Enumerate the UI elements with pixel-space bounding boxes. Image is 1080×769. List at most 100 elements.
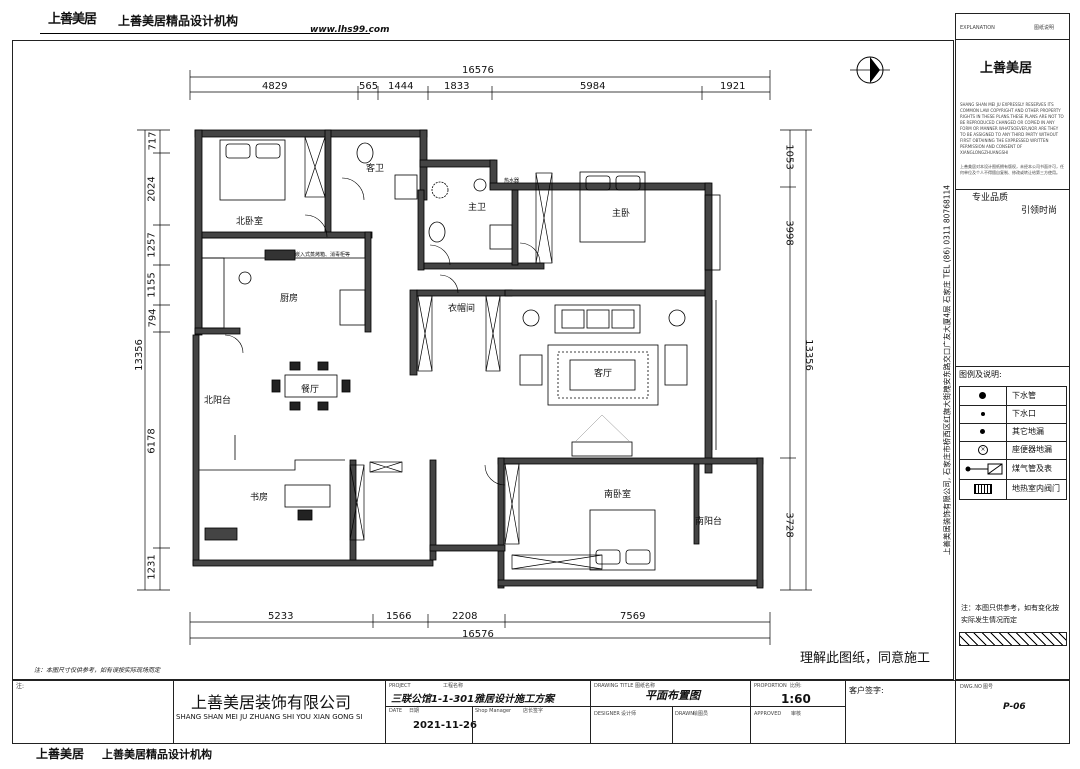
dim-bottom-seg: 2208 [452, 611, 478, 622]
website-link[interactable]: www.lhs99.com [310, 25, 390, 35]
side-hatch [959, 632, 1067, 646]
kitchen-furniture [201, 237, 366, 329]
legend-title: 图例及说明: [959, 370, 1002, 379]
right-dimensions [780, 129, 812, 591]
legend-row: 其它地漏 [960, 423, 1066, 442]
dim-top-seg: 1444 [388, 81, 414, 92]
legend-label: 座便器地漏 [1012, 445, 1052, 454]
dim-right-seg: 3998 [783, 220, 795, 246]
dim-left-seg: 717 [147, 131, 159, 151]
legend-label: 下水口 [1012, 409, 1036, 418]
room-south-balcony: 南阳台 [695, 517, 723, 527]
explanation-label: EXPLANATION [960, 25, 995, 31]
legend-table: 下水管 下水口 其它地漏 × 座便器地漏 煤气管及表 地热室内阀门 [959, 386, 1067, 500]
thin-lines [199, 194, 721, 471]
room-living: 客厅 [594, 369, 613, 379]
legend-row: 下水管 [960, 387, 1066, 406]
footer-brand-name: 上善美居精品设计机构 [102, 748, 212, 761]
shop-manager-label: Shop Manager [475, 708, 512, 714]
room-master-bath: 主卫 [468, 203, 487, 213]
dim-left-seg: 1231 [146, 554, 158, 580]
dim-top-seg: 4829 [262, 81, 288, 92]
dim-right-seg: 3728 [783, 512, 795, 538]
dim-bottom-seg: 1566 [386, 611, 412, 622]
scale-value: 1:60 [781, 692, 811, 706]
date-label: DATE [389, 708, 403, 714]
bathroom-fixtures [356, 142, 513, 250]
date-value: 2021-11-26 [413, 720, 477, 731]
dim-left-seg: 2024 [146, 176, 158, 202]
footer-logo: 上善美居 [36, 747, 85, 761]
company-name-en: SHANG SHAN MEI JU ZHUANG SHI YOU XIAN GO… [176, 713, 363, 721]
tv-lines [574, 414, 631, 443]
note-label: 注: [16, 683, 25, 690]
dim-top-seg: 1833 [444, 81, 470, 92]
dim-bottom-seg: 7569 [620, 611, 646, 622]
kitchen-note: 嵌入式蒸烤箱、消毒柜等 [295, 252, 351, 258]
legend-row: 煤气管及表 [960, 459, 1066, 480]
drawing-title-label-cn: 图纸名称 [635, 683, 656, 689]
north-arrow-icon [850, 56, 890, 84]
valve-box-icon [974, 484, 992, 494]
top-dimensions [189, 70, 771, 100]
header-rule [40, 33, 370, 34]
legend-label: 其它地漏 [1012, 427, 1044, 436]
drawing-title: 平面布置图 [645, 689, 700, 702]
side-note: 注：本图只供参考，如有变化按实际发生情况而定 [961, 604, 1059, 624]
room-kitchen: 厨房 [280, 294, 299, 304]
dim-top-seg: 1921 [720, 81, 746, 92]
room-south-bedroom: 南卧室 [604, 490, 632, 500]
room-guest-bath: 客卫 [366, 164, 385, 174]
room-cloakroom: 衣帽间 [448, 304, 476, 314]
dim-left-seg: 1155 [146, 272, 158, 298]
dim-right-seg: 1053 [783, 144, 795, 170]
project-label: PROJECT [389, 683, 411, 689]
shop-manager-label-cn: 店长签字 [523, 708, 544, 714]
wardrobes [304, 136, 603, 570]
drawing-border [12, 40, 954, 680]
dim-top-seg: 565 [359, 81, 379, 92]
slogan-2: 引领时尚 [1021, 206, 1058, 216]
legend-label: 下水管 [1012, 391, 1036, 400]
living-furniture [519, 304, 688, 457]
approval-text: 理解此图纸，同意施工 [800, 651, 931, 666]
legend-row: × 座便器地漏 [960, 441, 1066, 460]
project-name: 三联公馆1-1-301雅居设计施工方案 [391, 694, 555, 705]
dim-left-seg: 6178 [146, 428, 158, 454]
left-dimensions [137, 129, 170, 591]
approved-label-cn: 审核 [791, 711, 802, 717]
designer-label: DESIGNER [594, 711, 620, 717]
room-master-bed: 主卧 [612, 209, 631, 219]
dim-left-seg: 1257 [146, 232, 158, 258]
client-sign-label: 客户签字: [849, 686, 884, 695]
dim-top-overall: 16576 [462, 65, 494, 76]
dwg-no-label: DWG.NO [960, 684, 982, 690]
legend-label: 地热室内阀门 [1012, 484, 1060, 493]
room-dining: 餐厅 [301, 385, 320, 395]
explanation-label-cn: 图纸说明 [1034, 25, 1055, 31]
proportion-label-cn: 比例: [790, 683, 802, 689]
designer-label-cn: 设计师 [621, 711, 637, 717]
side-logo: 上善美居 [980, 61, 1033, 76]
brand-name: 上善美居精品设计机构 [118, 14, 239, 28]
project-label-cn: 工程名称 [443, 683, 464, 689]
vertical-company-info: 上善美居装饰有限公司, 石家庄市桥西区红旗大街槐安东路交口广友大厦4层 石家庄 … [942, 184, 952, 556]
gas-meter-icon [965, 463, 1003, 475]
room-north-balcony: 北阳台 [204, 396, 232, 406]
title-block: 注: 上善美居装饰有限公司 SHANG SHAN MEI JU ZHUANG S… [12, 680, 1070, 744]
room-north-bedroom: 北卧室 [236, 217, 264, 227]
drain-pipe-icon [979, 392, 986, 399]
study-furniture [204, 484, 331, 541]
copyright-cn: 上善美居对本设计图纸拥有版权，未经本公司书面许可，任何单位及个人不得擅自复制、修… [960, 164, 1064, 175]
copyright-en: SHANG SHAN MEI JU EXPRESSLY RESERVES ITS… [960, 102, 1064, 155]
proportion-label: PROPORTION [754, 683, 787, 689]
dim-top-seg: 5984 [580, 81, 606, 92]
dim-right-overall: 13356 [802, 339, 814, 371]
drain-outlet-icon [981, 412, 985, 416]
legend-label: 煤气管及表 [1012, 464, 1052, 473]
company-name-cn: 上善美居装饰有限公司 [191, 693, 352, 712]
side-panel: EXPLANATION 图纸说明 上善美居 SHANG SHAN MEI JU … [955, 13, 1070, 680]
dining-furniture [271, 361, 351, 411]
drawing-title-label: DRAWING TITLE [594, 683, 634, 689]
room-study: 书房 [250, 493, 269, 503]
